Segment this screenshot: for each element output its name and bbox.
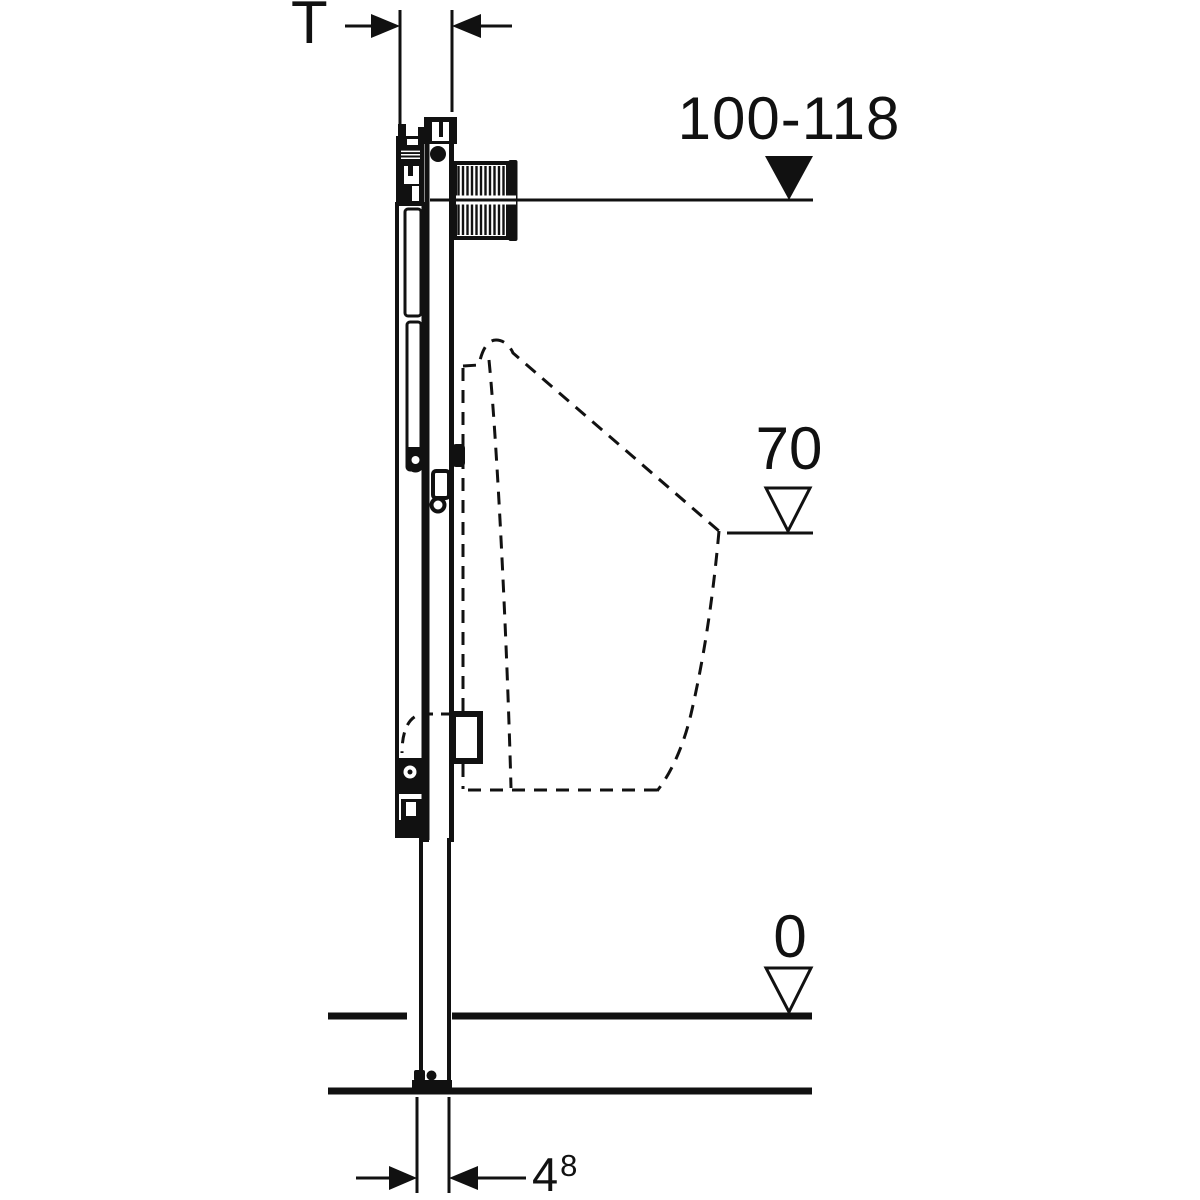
fixing-bolt [430,146,446,162]
foot-bolt-left [414,1070,425,1081]
arrowhead-left-icon [449,1166,478,1190]
mounting-frame [395,117,518,1090]
foot-offset-label: 48 [532,1148,578,1200]
fastener-ring [429,496,447,514]
level-line-top-range [430,156,813,202]
rail-slot-upper [403,207,423,318]
urinal-inner-line [487,359,513,789]
filled-level-marker-icon [765,156,813,200]
urinal-dashed-outline [461,338,721,792]
arrowhead-right-icon [371,14,400,38]
depth-dimension-label: T [291,0,328,56]
rim-level-label: 70 [755,415,823,482]
frame-foot [412,838,454,1090]
drain-bend-dashed [400,712,452,754]
top-height-range-label: 100-118 [677,85,901,152]
floor-level-label: 0 [773,903,807,970]
open-level-marker-icon [763,966,814,1016]
level-line-70 [727,486,813,535]
lower-mounting-bracket [397,758,424,838]
urinal-front-edge [655,530,721,792]
dimension-foot-offset [356,1097,526,1193]
urinal-top-edge [462,338,720,533]
level-line-zero [328,966,814,1020]
pipe-clip-tab [452,444,465,467]
foot-offset-superscript: 8 [560,1148,578,1183]
arrowhead-right-icon [389,1166,417,1190]
dimension-depth [345,10,512,133]
fastener-plate [431,469,451,500]
upper-mounting-bracket [396,124,427,204]
open-level-marker-icon [763,486,813,535]
foot-bolt-right [426,1070,437,1081]
foot-offset-value: 4 [532,1148,559,1200]
foot-base-plate [412,1080,452,1090]
rail-hook-hole [411,456,420,464]
arrowhead-left-icon [452,14,481,38]
drain-outlet-box [450,711,483,764]
